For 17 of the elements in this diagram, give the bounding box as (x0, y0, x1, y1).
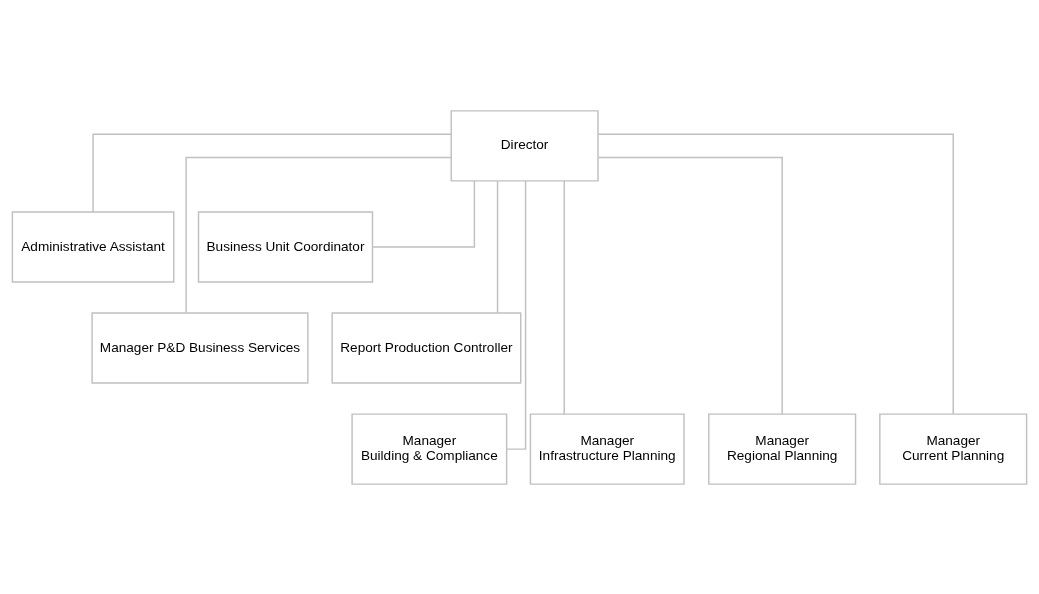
node-box: Manager Building & Compliance (351, 412, 508, 485)
connector (506, 179, 527, 450)
node-box: Manager Infrastructure Planning (529, 412, 685, 485)
node-box: Manager Regional Planning (708, 412, 857, 485)
node-box: Manager P&D Business Services (91, 311, 309, 384)
connector (597, 156, 783, 415)
node-box: Business Unit Coordinator (197, 210, 374, 283)
connector (372, 179, 476, 248)
connector (92, 133, 452, 213)
node-box: Report Production Controller (331, 311, 522, 384)
connector (597, 133, 954, 415)
connector (563, 179, 565, 415)
node-box: Manager Current Planning (879, 412, 1028, 485)
connector (496, 179, 499, 314)
connector (185, 156, 452, 313)
node-box: Administrative Assistant (11, 210, 175, 283)
node-box: Director (450, 109, 599, 182)
